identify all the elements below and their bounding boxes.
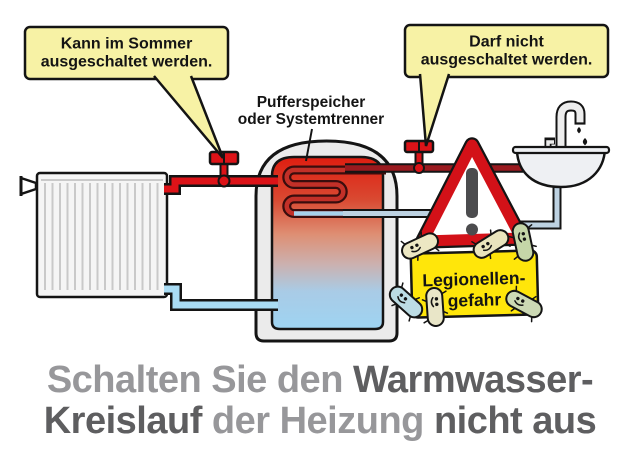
headline-line2: Kreislauf der Heizung nicht aus <box>0 401 640 442</box>
speech-bubble-right-tail <box>418 73 451 147</box>
exclamation-mark-icon <box>466 168 478 236</box>
speech-bubble-right: Darf nicht ausgeschaltet werden. <box>403 23 610 147</box>
legionella-sign-line2: gefahr <box>447 289 501 310</box>
tank-label-pointer-line <box>305 128 313 162</box>
speech-bubble-right-line2: ausgeschaltet werden. <box>421 52 593 69</box>
bacterium-icon <box>400 231 440 262</box>
headline-line2-light: der Heizung <box>201 400 434 442</box>
warning-triangle-icon <box>415 137 529 249</box>
speech-bubble-right-line1: Darf nicht <box>469 34 544 51</box>
radiator-valve-knob-icon <box>19 176 38 196</box>
radiator-icon <box>19 171 169 299</box>
speech-bubble-left: Kann im Sommer ausgeschaltet werden. <box>23 25 230 159</box>
sink-basin <box>515 147 607 189</box>
tank-label-line2: oder Systemtrenner <box>238 111 384 128</box>
sink-rim <box>511 145 611 155</box>
bacterium-icon <box>508 222 537 262</box>
bacterium-icon <box>421 287 449 327</box>
shutoff-valve-left-icon <box>208 150 240 188</box>
speech-bubble-left-tail <box>153 75 225 159</box>
bacterium-icon <box>471 229 511 260</box>
headline: Schalten Sie den Warmwasser- Kreislauf d… <box>0 360 640 442</box>
sink-icon <box>511 100 611 189</box>
tank-label: Pufferspeicher oder Systemtrenner <box>238 94 384 162</box>
headline-line2-dark1: Kreislauf <box>43 400 203 442</box>
speech-bubble-left-line2: ausgeschaltet werden. <box>41 54 213 71</box>
return-pipe <box>164 283 278 311</box>
headline-line1-dark: Warmwasser- <box>352 359 594 401</box>
speech-bubble-left-line1: Kann im Sommer <box>61 36 193 53</box>
tank-label-line1: Pufferspeicher <box>257 94 366 111</box>
headline-line1: Schalten Sie den Warmwasser- <box>0 360 640 401</box>
bacteria-group <box>388 222 543 327</box>
headline-line2-dark2: nicht aus <box>433 400 597 442</box>
radiator-fins <box>44 183 161 290</box>
headline-line1-light: Schalten Sie den <box>46 359 353 401</box>
legionella-sign-line1: Legionellen- <box>422 268 526 291</box>
bacterium-icon <box>388 282 424 322</box>
faucet-icon <box>555 100 586 149</box>
bacterium-icon <box>505 285 543 323</box>
